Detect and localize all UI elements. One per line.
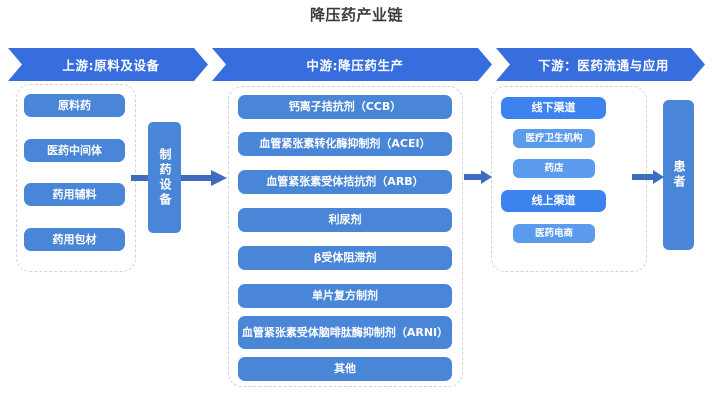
downstream-offline-hospital[interactable]: 医疗卫生机构 bbox=[513, 129, 595, 148]
downstream-offline-pharmacy[interactable]: 药店 bbox=[513, 159, 595, 178]
banner-segment-upstream[interactable]: 上游:原料及设备 bbox=[8, 48, 208, 81]
banner-label-upstream: 上游:原料及设备 bbox=[62, 58, 160, 73]
banner-segment-midstream[interactable]: 中游:降压药生产 bbox=[212, 48, 492, 81]
midstream-item-other[interactable]: 其他 bbox=[238, 357, 452, 381]
upstream-item-equipment[interactable]: 制药设备 bbox=[148, 122, 181, 233]
midstream-item-diuretic[interactable]: 利尿剂 bbox=[238, 208, 452, 232]
midstream-item-acei[interactable]: 血管紧张素转化酶抑制剂（ACEI） bbox=[238, 132, 452, 156]
right-arrow-icon-midstream-to-downstream bbox=[464, 170, 492, 184]
downstream-patient[interactable]: 患者 bbox=[663, 100, 694, 250]
upstream-item-packaging[interactable]: 药用包材 bbox=[24, 228, 125, 251]
midstream-item-single-pill-combination[interactable]: 单片复方制剂 bbox=[238, 284, 452, 308]
upstream-item-intermediate[interactable]: 医药中间体 bbox=[24, 139, 125, 162]
downstream-online-ecommerce[interactable]: 医药电商 bbox=[513, 224, 595, 243]
midstream-item-ccb[interactable]: 钙离子拮抗剂（CCB） bbox=[238, 95, 452, 119]
downstream-channel-online[interactable]: 线上渠道 bbox=[501, 190, 606, 212]
midstream-item-beta-blocker[interactable]: β受体阻滞剂 bbox=[238, 246, 452, 270]
upstream-item-raw-material[interactable]: 原料药 bbox=[24, 94, 125, 117]
right-arrow-icon-downstream-to-patient bbox=[632, 170, 664, 184]
banner-segment-downstream[interactable]: 下游：医药流通与应用 bbox=[496, 48, 705, 81]
downstream-channel-offline[interactable]: 线下渠道 bbox=[501, 97, 606, 119]
page-title: 降压药产业链 bbox=[309, 6, 403, 24]
midstream-item-arb[interactable]: 血管紧张素受体拮抗剂（ARB） bbox=[238, 170, 452, 194]
midstream-item-arni[interactable]: 血管紧张素受体脑啡肽酶抑制剂（ARNI） bbox=[238, 316, 452, 349]
stage-banner: 上游:原料及设备 中游:降压药生产 下游：医药流通与应用 bbox=[8, 48, 705, 81]
banner-label-midstream: 中游:降压药生产 bbox=[306, 58, 404, 73]
midstream-group bbox=[228, 86, 463, 387]
banner-label-downstream: 下游：医药流通与应用 bbox=[537, 58, 669, 73]
upstream-item-excipient[interactable]: 药用辅料 bbox=[24, 183, 125, 206]
